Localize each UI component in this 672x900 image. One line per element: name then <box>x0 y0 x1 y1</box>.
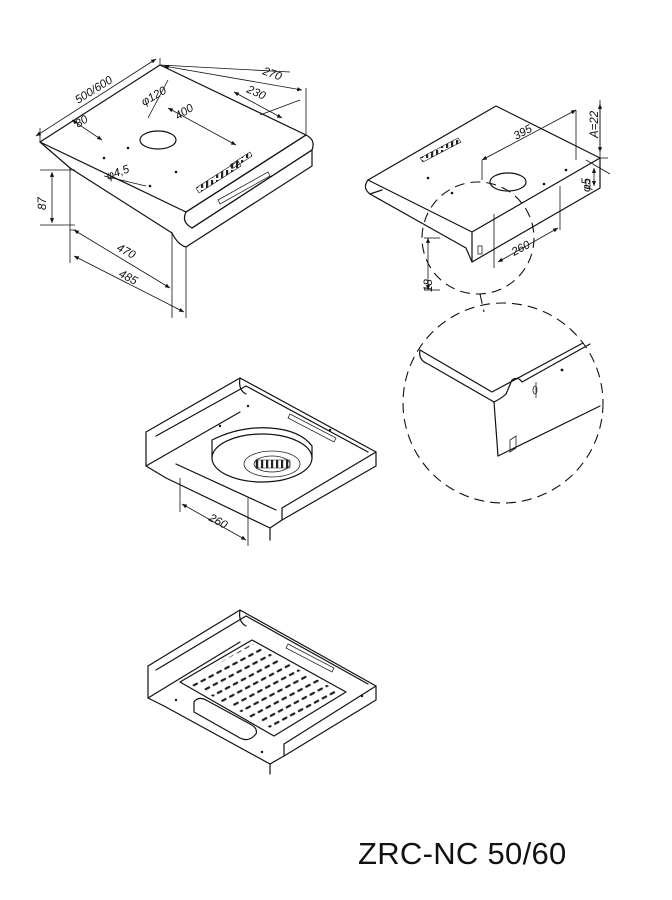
dim-depth-mid: 230 <box>244 83 268 102</box>
dim-outlet-to-back: 400 <box>173 102 196 123</box>
dim-width: 500/600 <box>73 74 115 107</box>
dim-outer-width: 485 <box>117 268 140 288</box>
dim-outlet-diameter: φ120 <box>140 85 170 109</box>
dim-front-height: 18 <box>423 279 435 292</box>
dim-height: 87 <box>37 197 49 210</box>
model-title: ZRC-NC 50/60 <box>358 836 567 871</box>
dim-rear-depth: 260 <box>509 239 533 259</box>
dim-rear-width: 395 <box>512 123 535 143</box>
hood-rear-view <box>364 100 611 313</box>
dim-outlet-offset: 80 <box>73 113 91 130</box>
detail-enlarged-view <box>402 302 604 504</box>
dim-inner-width: 470 <box>115 242 138 262</box>
dim-bracket-hole: φ5 <box>581 177 593 192</box>
hood-dimensioned-view <box>35 58 314 318</box>
hood-filter-view <box>147 609 377 775</box>
dim-depth-total: 270 <box>260 65 284 83</box>
hood-fan-view <box>145 377 377 546</box>
dim-a-value: A=22 <box>589 110 601 139</box>
